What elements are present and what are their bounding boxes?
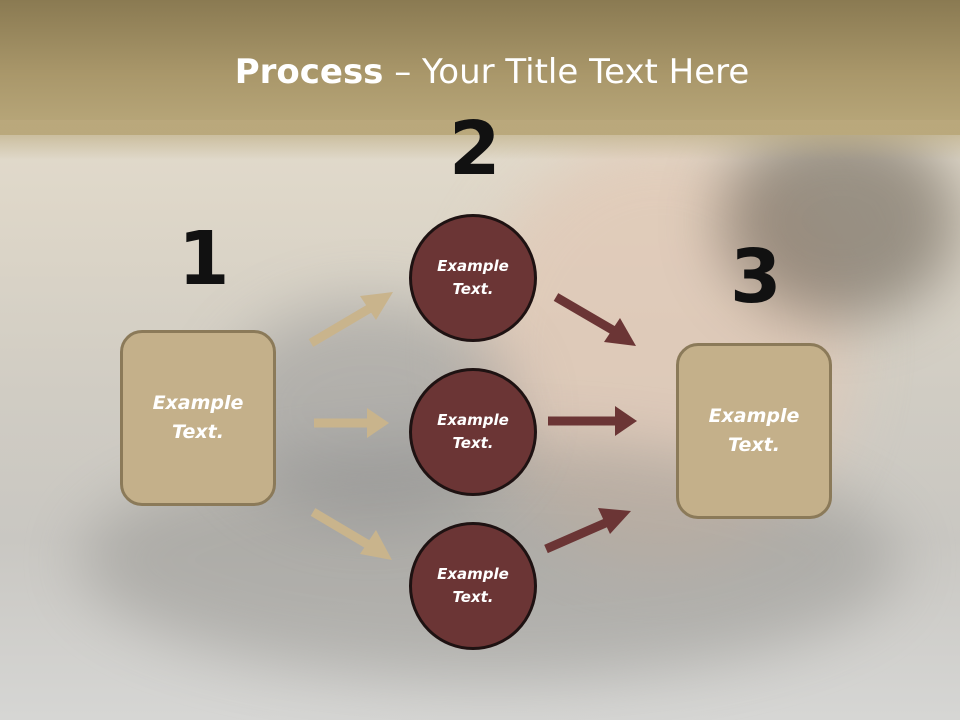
right-process-box: Example Text. — [676, 343, 832, 519]
slide-title: Process – Your Title Text Here — [0, 52, 960, 92]
title-band — [0, 0, 960, 135]
circle-middle-line1: Example — [437, 411, 509, 429]
tan-arrow-down — [310, 508, 392, 560]
title-rest: – Your Title Text Here — [383, 52, 750, 92]
left-box-line1: Example — [152, 392, 244, 414]
step-number-1: 1 — [178, 216, 230, 302]
circle-bottom-line1: Example — [437, 565, 509, 583]
step-number-3: 3 — [730, 234, 782, 320]
tan-arrow-middle — [314, 408, 389, 438]
right-box-line1: Example — [708, 405, 800, 427]
circle-middle-line2: Text. — [452, 434, 494, 452]
circle-top-line2: Text. — [452, 280, 494, 298]
process-circle-middle: Example Text. — [409, 368, 537, 496]
title-bold: Process — [234, 52, 384, 92]
tan-arrow-up — [308, 292, 393, 347]
left-box-line2: Text. — [172, 421, 224, 443]
circle-bottom-line2: Text. — [452, 588, 494, 606]
maroon-arrow-up — [544, 508, 631, 554]
right-box-line2: Text. — [728, 434, 780, 456]
maroon-arrow-middle — [548, 406, 637, 436]
left-process-box: Example Text. — [120, 330, 276, 506]
title-band-fade — [0, 120, 960, 160]
maroon-arrow-down — [553, 293, 636, 346]
step-number-2: 2 — [449, 106, 501, 192]
circle-top-line1: Example — [437, 257, 509, 275]
process-circle-top: Example Text. — [409, 214, 537, 342]
process-circle-bottom: Example Text. — [409, 522, 537, 650]
